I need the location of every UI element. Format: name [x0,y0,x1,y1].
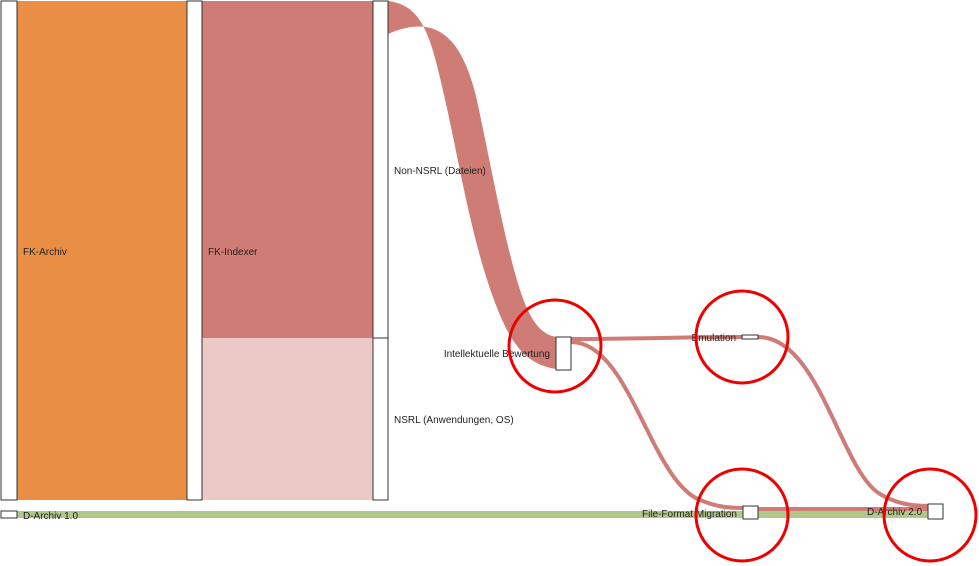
label-fk-archiv: FK-Archiv [23,247,67,258]
label-d-archiv-2: D-Archiv 2.0 [867,507,922,518]
node-d-archiv-2 [927,503,944,520]
node-file-format-migration [742,505,759,520]
nodes [0,0,944,520]
node-non-nsrl [372,0,389,339]
label-d-archiv-1: D-Archiv 1.0 [23,511,78,522]
label-intellektuelle-bewertung: Intellektuelle Bewertung [444,349,550,360]
highlight-circle-emulation [694,289,790,385]
link-fk-archiv-to-fk-indexer [17,1,187,500]
label-nsrl: NSRL (Anwendungen, OS) [394,415,514,426]
highlight-circle-d-archiv-2 [882,467,978,563]
link-fk-indexer-to-nsrl [202,338,373,500]
node-fk-archiv [0,0,18,501]
node-intellektuelle-bewertung [555,336,572,371]
highlight-circle-file-format-migration [694,467,790,563]
links [17,1,929,518]
highlight-annotations [507,289,978,563]
label-fk-indexer: FK-Indexer [208,247,258,258]
link-non-nsrl-to-intellektuelle-bewertung [388,1,556,369]
highlight-circle-intellektuelle-bewertung [507,298,603,394]
label-emulation: Emulation [692,333,736,344]
labels: FK-Archiv FK-Indexer Non-NSRL (Dateien) … [23,166,922,522]
link-intellektuelle-bewertung-to-emulation [570,335,743,341]
link-emulation-to-d-archiv-2 [757,335,929,508]
link-d-archiv-1-to-d-archiv-2 [17,511,928,518]
node-d-archiv-1 [0,510,18,519]
link-fk-indexer-to-non-nsrl [202,1,373,338]
link-intellektuelle-bewertung-to-file-format-migration [570,340,744,510]
label-file-format-migration: File-Format Migration [642,509,737,520]
node-fk-indexer [186,0,203,501]
node-nsrl [372,337,389,501]
label-non-nsrl: Non-NSRL (Dateien) [394,166,486,177]
node-emulation [741,334,759,340]
